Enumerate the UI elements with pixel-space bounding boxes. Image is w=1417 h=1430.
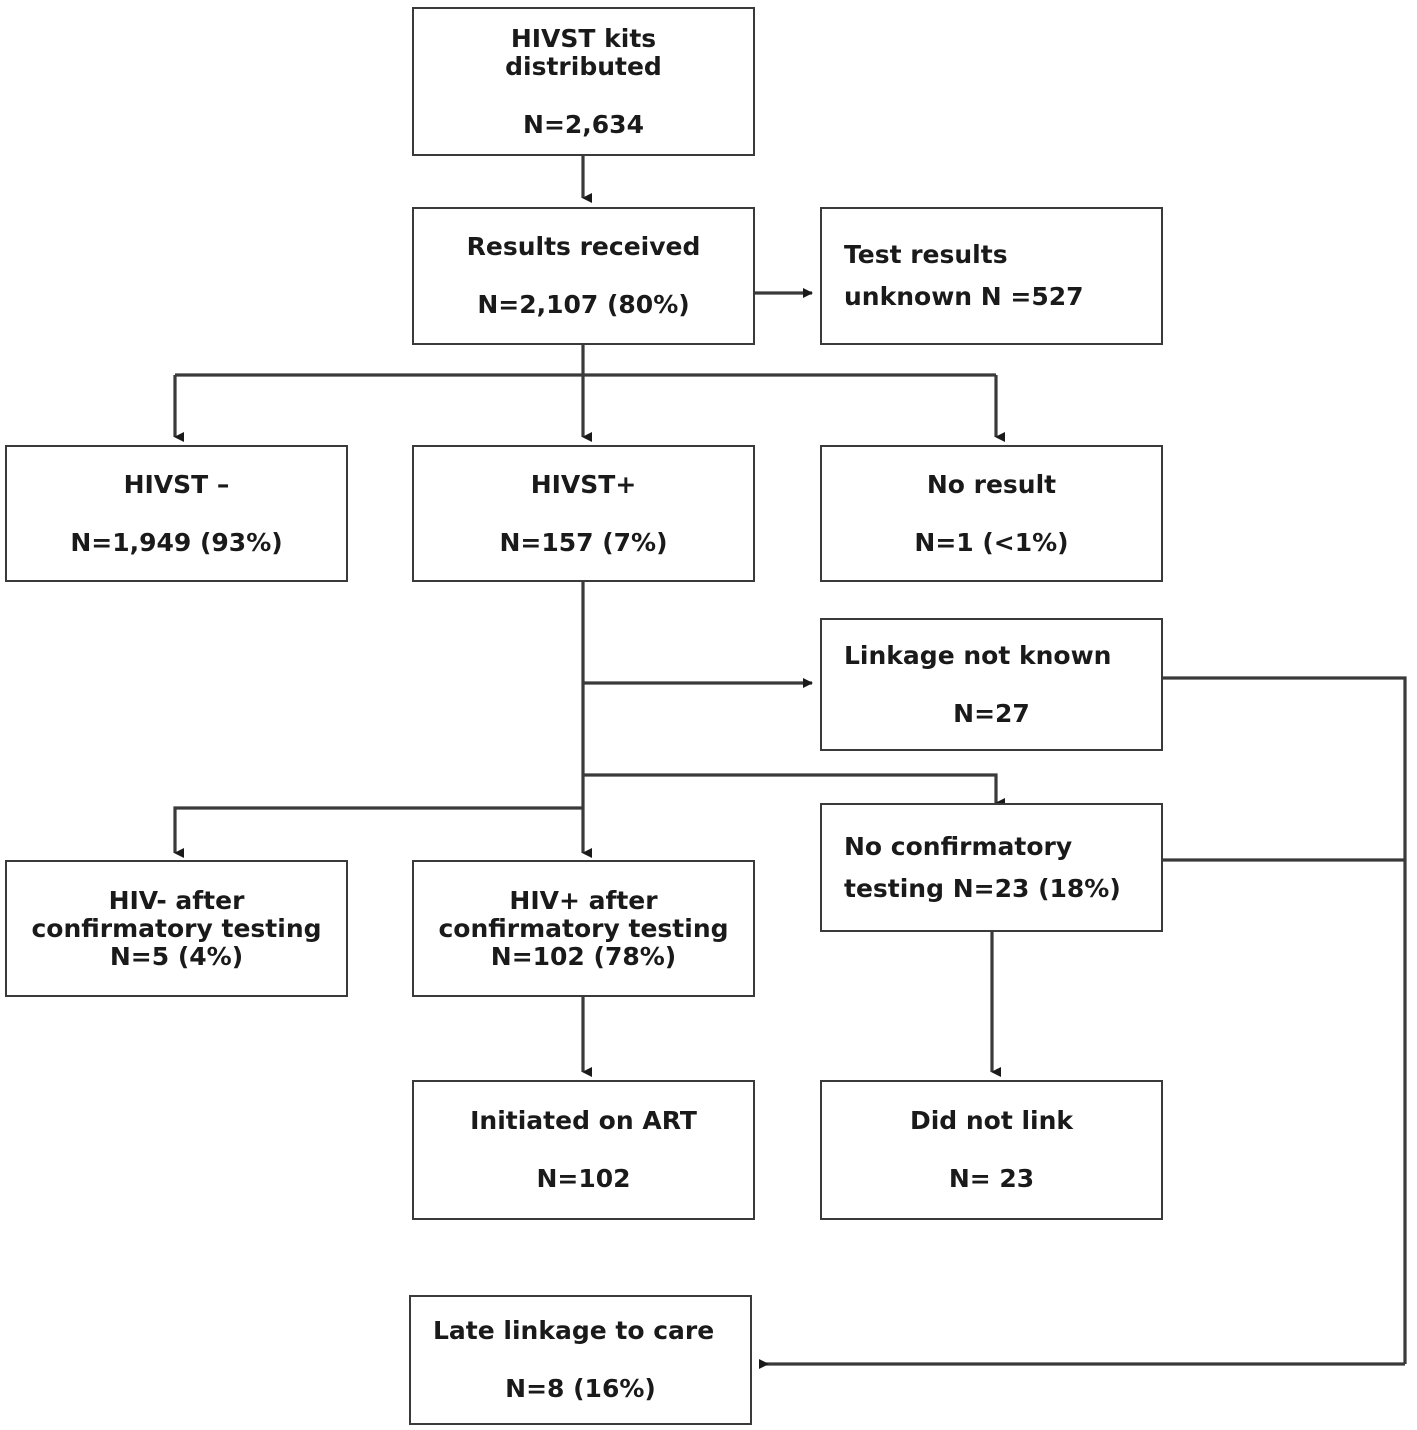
node-late-linkage-to-care[interactable]: Late linkage to care N=8 (16%)	[409, 1295, 752, 1425]
node-label: confirmatory testing	[438, 913, 729, 943]
node-label: confirmatory testing	[31, 913, 322, 943]
node-label: Did not link	[909, 1106, 1074, 1135]
node-count: N=102 (78%)	[490, 941, 677, 971]
node-label: Late linkage to care	[433, 1316, 715, 1345]
edge-linkage-unknown-return	[1163, 676, 1407, 1364]
node-count: N=8 (16%)	[505, 1374, 656, 1403]
node-count: N=1,949 (93%)	[70, 527, 283, 557]
node-count: N=102	[536, 1164, 631, 1193]
node-label: No result	[926, 469, 1057, 499]
spacer	[414, 81, 753, 111]
node-count: N=2,107 (80%)	[477, 290, 690, 319]
node-hivst-kits-distributed[interactable]: HIVST kits distributed N=2,634	[412, 7, 755, 156]
node-count: N= 23	[948, 1164, 1035, 1193]
node-label: HIVST+	[530, 469, 637, 499]
node-linkage-not-known[interactable]: Linkage not known N=27	[820, 618, 1163, 751]
node-hivst-positive[interactable]: HIVST+ N=157 (7%)	[412, 445, 755, 582]
node-count: N=157 (7%)	[499, 527, 668, 557]
node-label: HIV+ after	[509, 885, 658, 915]
node-label: HIVST –	[123, 469, 230, 499]
node-test-results-unknown[interactable]: Test results unknown N =527	[820, 207, 1163, 345]
node-label: Results received	[466, 232, 701, 261]
spacer	[822, 670, 1161, 700]
spacer	[7, 499, 346, 529]
node-count: N=1 (<1%)	[914, 527, 1069, 557]
spacer	[411, 1345, 750, 1375]
node-label: Linkage not known	[844, 640, 1112, 670]
node-hiv-negative-after-confirmatory[interactable]: HIV- after confirmatory testing N=5 (4%)	[5, 860, 348, 997]
node-initiated-on-art[interactable]: Initiated on ART N=102	[412, 1080, 755, 1220]
node-label: distributed	[505, 51, 662, 81]
node-label: unknown N =527	[844, 282, 1084, 311]
spacer	[822, 1135, 1161, 1165]
node-no-result[interactable]: No result N=1 (<1%)	[820, 445, 1163, 582]
node-no-confirmatory-testing[interactable]: No confirmatory testing N=23 (18%)	[820, 803, 1163, 932]
node-label: Initiated on ART	[470, 1106, 697, 1135]
spacer	[822, 269, 1161, 283]
node-label: No confirmatory	[844, 831, 1073, 861]
node-hiv-positive-after-confirmatory[interactable]: HIV+ after confirmatory testing N=102 (7…	[412, 860, 755, 997]
node-label: testing N=23 (18%)	[844, 873, 1121, 903]
node-count: N=27	[953, 698, 1030, 728]
node-hivst-negative[interactable]: HIVST – N=1,949 (93%)	[5, 445, 348, 582]
node-results-received[interactable]: Results received N=2,107 (80%)	[412, 207, 755, 345]
edge-hivstpos-to-no-confirmatory	[583, 773, 1005, 808]
node-count: N=2,634	[523, 109, 644, 139]
node-label: HIV- after	[108, 885, 245, 915]
spacer	[822, 499, 1161, 529]
spacer	[414, 1135, 753, 1165]
spacer	[414, 499, 753, 529]
spacer	[822, 861, 1161, 875]
edge-hivstpos-to-hiv-negative	[173, 806, 583, 858]
node-label: HIVST kits	[510, 23, 657, 53]
spacer	[414, 261, 753, 291]
node-label: Test results	[844, 240, 1008, 269]
node-did-not-link[interactable]: Did not link N= 23	[820, 1080, 1163, 1220]
node-count: N=5 (4%)	[109, 941, 244, 971]
